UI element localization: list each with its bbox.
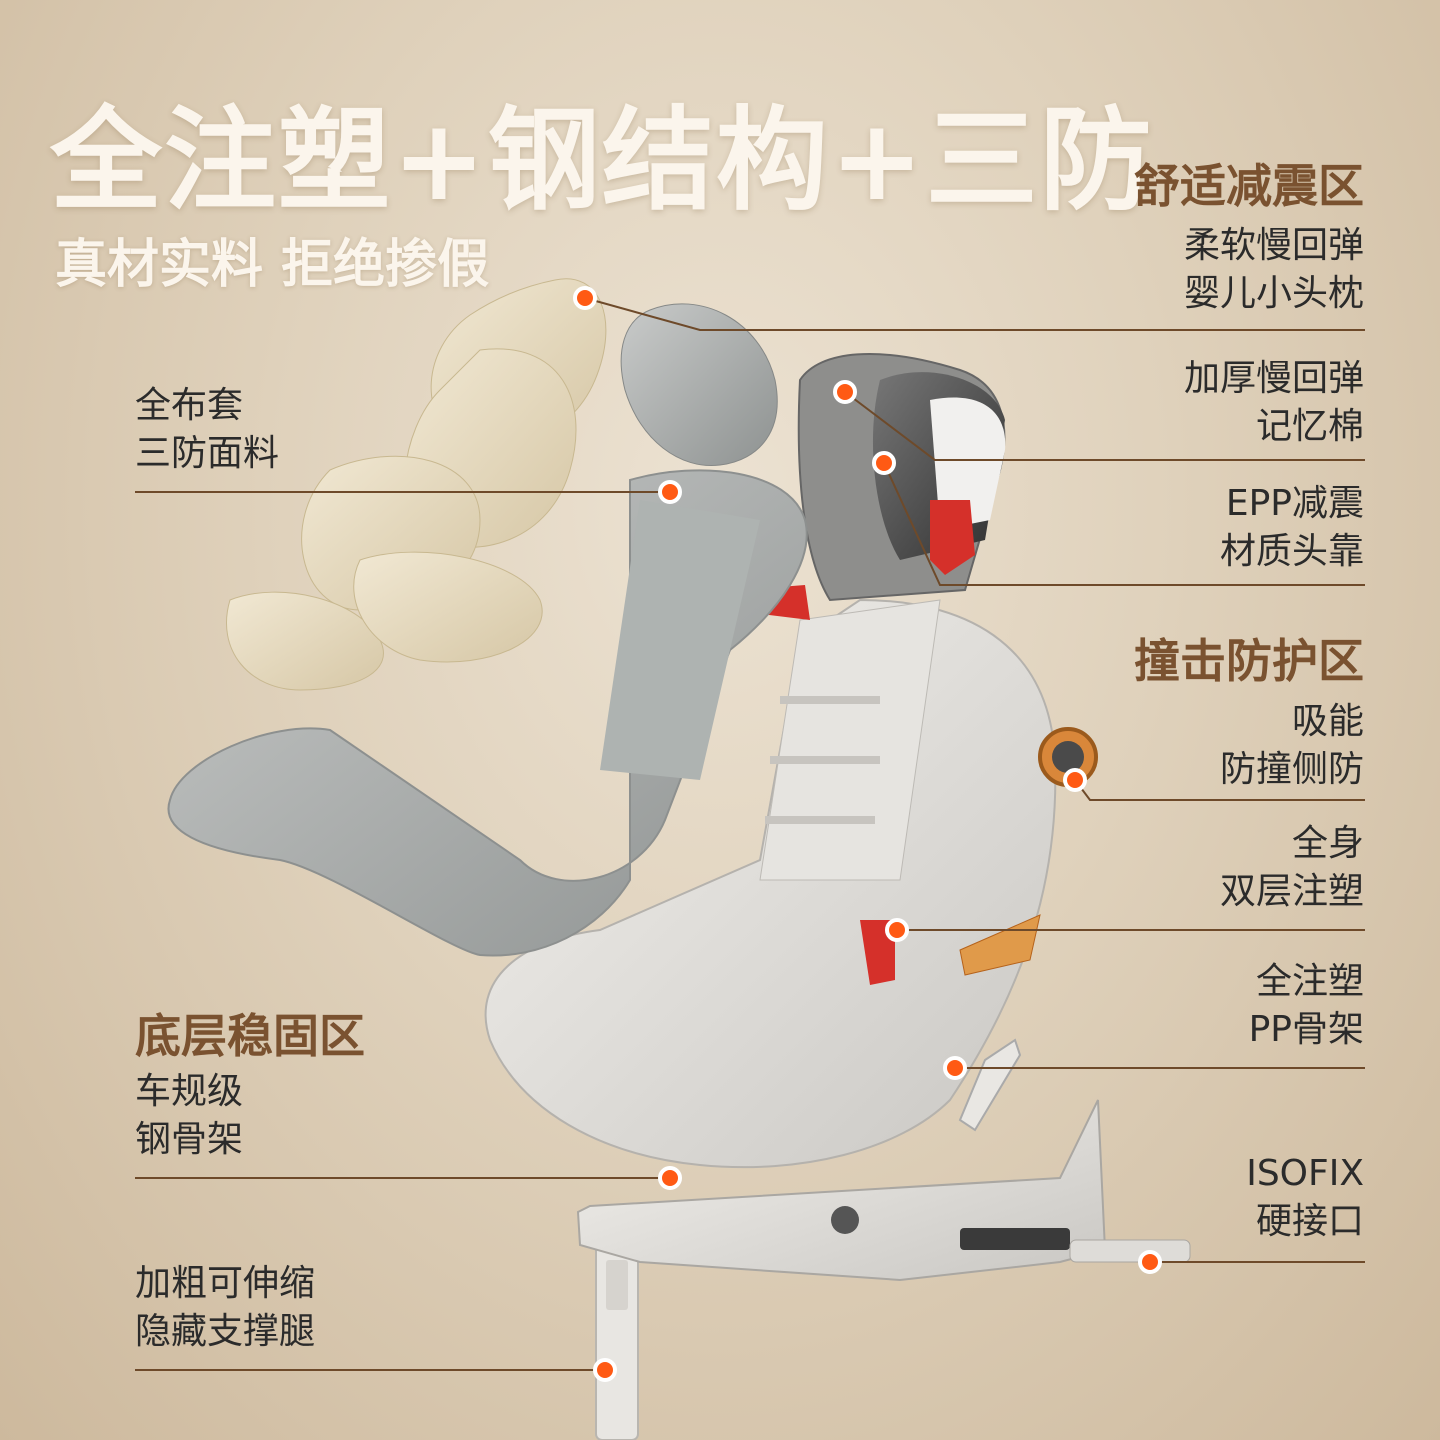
marker-side-impact [1063,768,1087,792]
feature-pillow-line1: 柔软慢回弹 [1183,225,1364,266]
feature-fabric: 全布套 三防面料 [135,382,279,478]
feature-foam: 加厚慢回弹 记忆棉 [1184,355,1364,451]
marker-epp [872,451,896,475]
feature-foam-line1: 加厚慢回弹 [1183,358,1364,399]
marker-pp-frame [943,1056,967,1080]
zone-title-impact: 撞击防护区 [1134,634,1364,688]
zone-title-comfort: 舒适减震区 [1134,159,1364,213]
feature-isofix-line1: ISOFIX [1246,1153,1364,1194]
support-leg [595,1239,639,1440]
feature-steel-line1: 车规级 [135,1071,244,1112]
feature-leg: 加粗可伸缩 隐藏支撑腿 [135,1260,315,1356]
marker-foam [833,380,857,404]
isofix-base [576,1038,1191,1282]
feature-pp-frame-line1: 全注塑 [1255,961,1364,1002]
feature-steel: 车规级 钢骨架 [135,1068,243,1164]
feature-double-mold-line1: 全身 [1291,823,1364,864]
feature-pp-frame: 全注塑 PP骨架 [1249,958,1364,1054]
feature-side-impact: 吸能 防撞侧防 [1220,698,1364,794]
subheadline: 真材实料 拒绝掺假 [55,235,490,295]
beige-infant-insert [226,278,607,691]
feature-side-impact-line1: 吸能 [1291,701,1364,742]
feature-steel-line2: 钢骨架 [135,1119,244,1160]
feature-isofix-line2: 硬接口 [1255,1201,1364,1242]
marker-steel [658,1166,682,1190]
feature-epp-line1: EPP减震 [1225,483,1364,524]
feature-epp: EPP减震 材质头靠 [1220,480,1364,576]
callout-markers [573,286,1162,1382]
feature-foam-line2: 记忆棉 [1255,406,1364,447]
marker-isofix [1138,1250,1162,1274]
feature-double-mold-line2: 双层注塑 [1219,871,1364,912]
marker-fabric [658,480,682,504]
marker-pillow [573,286,597,310]
zone-title-base: 底层稳固区 [135,1009,365,1063]
feature-pillow-line2: 婴儿小头枕 [1183,273,1364,314]
feature-pp-frame-line2: PP骨架 [1248,1009,1364,1050]
feature-isofix: ISOFIX 硬接口 [1246,1150,1364,1246]
marker-leg [593,1358,617,1382]
feature-side-impact-line2: 防撞侧防 [1219,749,1364,790]
leader-lines [135,297,1365,1371]
feature-leg-line1: 加粗可伸缩 [135,1263,316,1304]
marker-double-mold [885,918,909,942]
feature-epp-line2: 材质头靠 [1219,531,1364,572]
grey-seat-cover [167,303,808,957]
feature-fabric-line1: 全布套 [135,385,244,426]
headline: 全注塑+钢结构+三防 [50,96,1154,226]
feature-fabric-line2: 三防面料 [135,433,280,474]
pp-shell [484,598,1098,1169]
feature-double-mold: 全身 双层注塑 [1220,820,1364,916]
feature-leg-line2: 隐藏支撑腿 [135,1311,316,1352]
feature-pillow: 柔软慢回弹 婴儿小头枕 [1184,222,1364,318]
